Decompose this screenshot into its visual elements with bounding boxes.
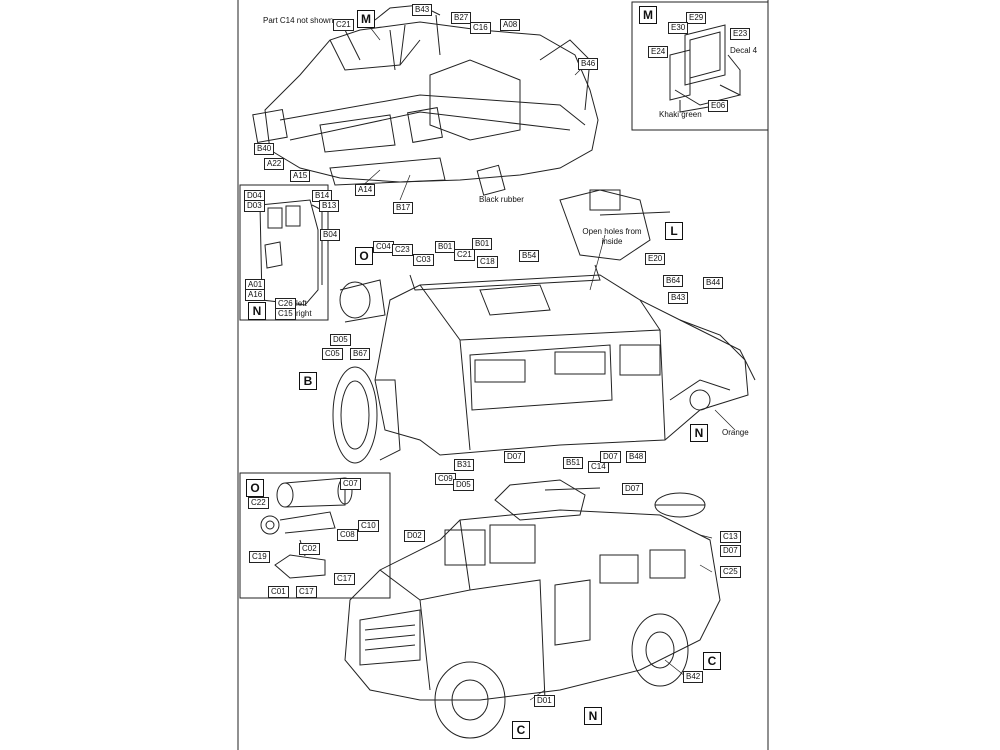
part-a08: A08 [500,19,521,31]
exhaust-part [260,477,353,579]
part-b13: B13 [319,200,340,212]
part-b01-b: B01 [472,238,493,250]
note-right: right [296,309,312,318]
note-c14-not-shown: Part C14 not shown. [263,16,336,25]
part-c21-b: C21 [454,249,475,261]
callout-m-inset: M [639,6,657,24]
part-c08: C08 [337,529,358,541]
note-black-rubber: Black rubber [479,195,524,204]
note-khaki-green: Khaki green [659,110,702,119]
note-orange: Orange [722,428,749,437]
part-c25: C25 [720,566,741,578]
part-b46: B46 [578,58,599,70]
part-e23: E23 [730,28,751,40]
callout-n: N [690,424,708,442]
callout-m: M [357,10,375,28]
part-c22: C22 [248,497,269,509]
part-b40: B40 [254,143,275,155]
vehicle-assembled-view [344,479,721,739]
part-c02: C02 [299,543,320,555]
part-b04: B04 [320,229,341,241]
part-d01: D01 [534,695,555,707]
part-b64: B64 [663,275,684,287]
part-c17-b: C17 [296,586,317,598]
part-e29: E29 [686,12,707,24]
part-d05-b: D05 [453,479,474,491]
part-c19: C19 [249,551,270,563]
part-a22: A22 [264,158,285,170]
part-b48: B48 [626,451,647,463]
inset-o-box [239,472,391,599]
note-left: left [296,299,307,308]
part-a14: A14 [355,184,376,196]
part-d07-d: D07 [720,545,741,557]
part-d05: D05 [330,334,351,346]
part-c13: C13 [720,531,741,543]
rack-part [669,24,742,113]
part-b51: B51 [563,457,584,469]
part-a15: A15 [290,170,311,182]
leader-lines [359,21,736,701]
part-c18: C18 [477,256,498,268]
part-c16: C16 [470,22,491,34]
part-c05: C05 [322,348,343,360]
part-b43: B43 [412,4,433,16]
part-c23: C23 [392,244,413,256]
part-b67: B67 [350,348,371,360]
callout-n-inset: N [248,302,266,320]
part-e20: E20 [645,253,666,265]
callout-l: L [665,222,683,240]
callout-c-left: C [512,721,530,739]
note-open-holes: Open holes from inside [582,227,642,246]
part-d03: D03 [244,200,265,212]
inset-m-box [631,1,769,131]
callout-n-lower: N [584,707,602,725]
part-c10: C10 [358,520,379,532]
part-d07-b: D07 [600,451,621,463]
inset-n-box [239,184,329,321]
part-e24: E24 [648,46,669,58]
part-b14: B14 [312,190,333,202]
part-c04: C04 [373,241,394,253]
note-decal-4: Decal 4 [730,46,758,55]
callout-b: B [299,372,317,390]
part-b54: B54 [519,250,540,262]
callout-o: O [355,247,373,265]
part-b27: B27 [451,12,472,24]
part-e06: E06 [708,100,729,112]
part-c17-a: C17 [334,573,355,585]
part-c01: C01 [268,586,289,598]
part-c21: C21 [333,19,354,31]
part-b17: B17 [393,202,414,214]
door-panel-part [259,199,323,306]
part-d07-c: D07 [622,483,643,495]
part-b31: B31 [454,459,475,471]
part-b42: B42 [683,671,704,683]
part-c15: C15 [275,308,296,320]
part-b43-b: B43 [668,292,689,304]
part-a16: A16 [245,289,266,301]
hull-underside-view [252,4,599,196]
part-d07-a: D07 [504,451,525,463]
vehicle-top-view [332,189,756,464]
part-c14: C14 [588,461,609,473]
callout-o-inset: O [246,479,264,497]
part-c07: C07 [340,478,361,490]
part-b44: B44 [703,277,724,289]
part-c03: C03 [413,254,434,266]
callout-c-right: C [703,652,721,670]
part-e30: E30 [668,22,689,34]
part-d02: D02 [404,530,425,542]
part-b01-a: B01 [435,241,456,253]
